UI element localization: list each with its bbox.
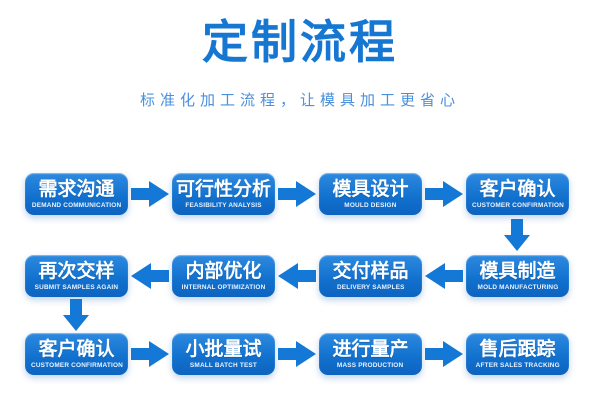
step-title: 交付样品 <box>332 260 409 282</box>
arrow-right-icon <box>131 181 169 207</box>
flow-row-1: 需求沟通 DEMAND COMMUNICATION 可行性分析 FEASIBIL… <box>25 173 569 215</box>
step-subtitle: SUBMIT SAMPLES AGAIN <box>34 283 119 291</box>
flow-row-2: 再次交样 SUBMIT SAMPLES AGAIN 内部优化 INTERNAL … <box>25 255 569 297</box>
step-mass-production: 进行量产 MASS PRODUCTION <box>319 333 422 375</box>
step-subtitle: INTERNAL OPTIMIZATION <box>181 283 266 291</box>
step-customer-confirmation-1: 客户确认 CUSTOMER CONFIRMATION <box>466 173 569 215</box>
step-subtitle: MOLD MANUFACTURING <box>477 283 558 291</box>
step-mould-design: 模具设计 MOULD DESIGN <box>319 173 422 215</box>
step-title: 需求沟通 <box>38 178 115 200</box>
step-small-batch-test: 小批量试 SMALL BATCH TEST <box>172 333 275 375</box>
step-title: 售后跟踪 <box>479 338 556 360</box>
arrow-right-icon <box>278 341 316 367</box>
flow-row-3: 客户确认 CUSTOMER CONFIRMATION 小批量试 SMALL BA… <box>25 333 569 375</box>
step-title: 客户确认 <box>38 338 115 360</box>
arrow-left-icon <box>131 263 169 289</box>
step-feasibility-analysis: 可行性分析 FEASIBILITY ANALYSIS <box>172 173 275 215</box>
step-title: 小批量试 <box>185 338 262 360</box>
arrow-right-icon <box>425 341 463 367</box>
step-subtitle: CUSTOMER CONFIRMATION <box>471 201 564 209</box>
step-subtitle: MOULD DESIGN <box>344 201 397 209</box>
step-title: 内部优化 <box>185 260 262 282</box>
step-title: 模具制造 <box>479 260 556 282</box>
step-subtitle: DELIVERY SAMPLES <box>336 283 405 291</box>
step-subtitle: FEASIBILITY ANALYSIS <box>185 201 262 209</box>
step-title: 模具设计 <box>332 178 409 200</box>
step-title: 再次交样 <box>38 260 115 282</box>
step-delivery-samples: 交付样品 DELIVERY SAMPLES <box>319 255 422 297</box>
arrow-right-icon <box>425 181 463 207</box>
step-mold-manufacturing: 模具制造 MOLD MANUFACTURING <box>466 255 569 297</box>
step-customer-confirmation-2: 客户确认 CUSTOMER CONFIRMATION <box>25 333 128 375</box>
step-title: 可行性分析 <box>175 178 271 200</box>
step-subtitle: MASS PRODUCTION <box>337 361 404 369</box>
step-submit-samples-again: 再次交样 SUBMIT SAMPLES AGAIN <box>25 255 128 297</box>
step-subtitle: AFTER SALES TRACKING <box>475 361 560 369</box>
step-internal-optimization: 内部优化 INTERNAL OPTIMIZATION <box>172 255 275 297</box>
arrow-left-icon <box>425 263 463 289</box>
step-subtitle: DEMAND COMMUNICATION <box>31 201 122 209</box>
page-subtitle: 标准化加工流程，让模具加工更省心 <box>139 92 460 109</box>
step-subtitle: CUSTOMER CONFIRMATION <box>30 361 123 369</box>
step-demand-communication: 需求沟通 DEMAND COMMUNICATION <box>25 173 128 215</box>
arrow-down-icon <box>504 219 530 251</box>
step-title: 客户确认 <box>479 178 556 200</box>
arrow-right-icon <box>131 341 169 367</box>
arrow-left-icon <box>278 263 316 289</box>
step-subtitle: SMALL BATCH TEST <box>189 361 258 369</box>
arrow-down-icon <box>63 299 89 331</box>
step-title: 进行量产 <box>332 338 409 360</box>
arrow-right-icon <box>278 181 316 207</box>
step-after-sales-tracking: 售后跟踪 AFTER SALES TRACKING <box>466 333 569 375</box>
page-title: 定制流程 <box>202 16 398 68</box>
